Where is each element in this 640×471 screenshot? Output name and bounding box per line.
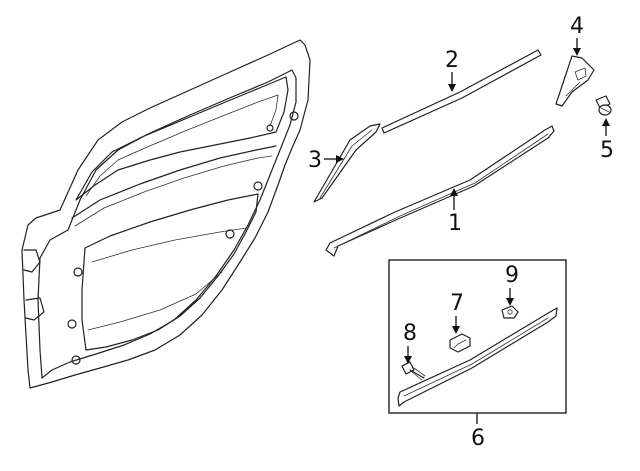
rear-door-shell	[21, 39, 311, 389]
part-1-belt-molding	[325, 125, 555, 257]
callout-5: 5	[600, 138, 614, 163]
part-2-upper-molding	[381, 49, 542, 134]
callout-labels: 1 2 3 4 5 6 7 8 9	[308, 14, 614, 451]
part-8-bolt	[401, 361, 426, 381]
part-3-applique	[313, 123, 381, 203]
callout-2: 2	[445, 48, 459, 73]
part-9-nut	[501, 305, 519, 319]
callout-9: 9	[505, 263, 519, 288]
callout-8: 8	[403, 321, 417, 346]
callout-4: 4	[570, 14, 584, 39]
part-6-lower-molding	[397, 307, 558, 407]
part-7-clip	[449, 333, 471, 353]
callout-7: 7	[450, 291, 464, 316]
callout-3: 3	[308, 148, 322, 173]
part-5-screw	[595, 95, 612, 116]
part-6-kit-box	[388, 259, 567, 424]
part-4-corner-bracket	[555, 55, 595, 107]
callout-6: 6	[471, 426, 485, 451]
leader-lines	[324, 38, 610, 364]
callout-1: 1	[448, 211, 462, 236]
